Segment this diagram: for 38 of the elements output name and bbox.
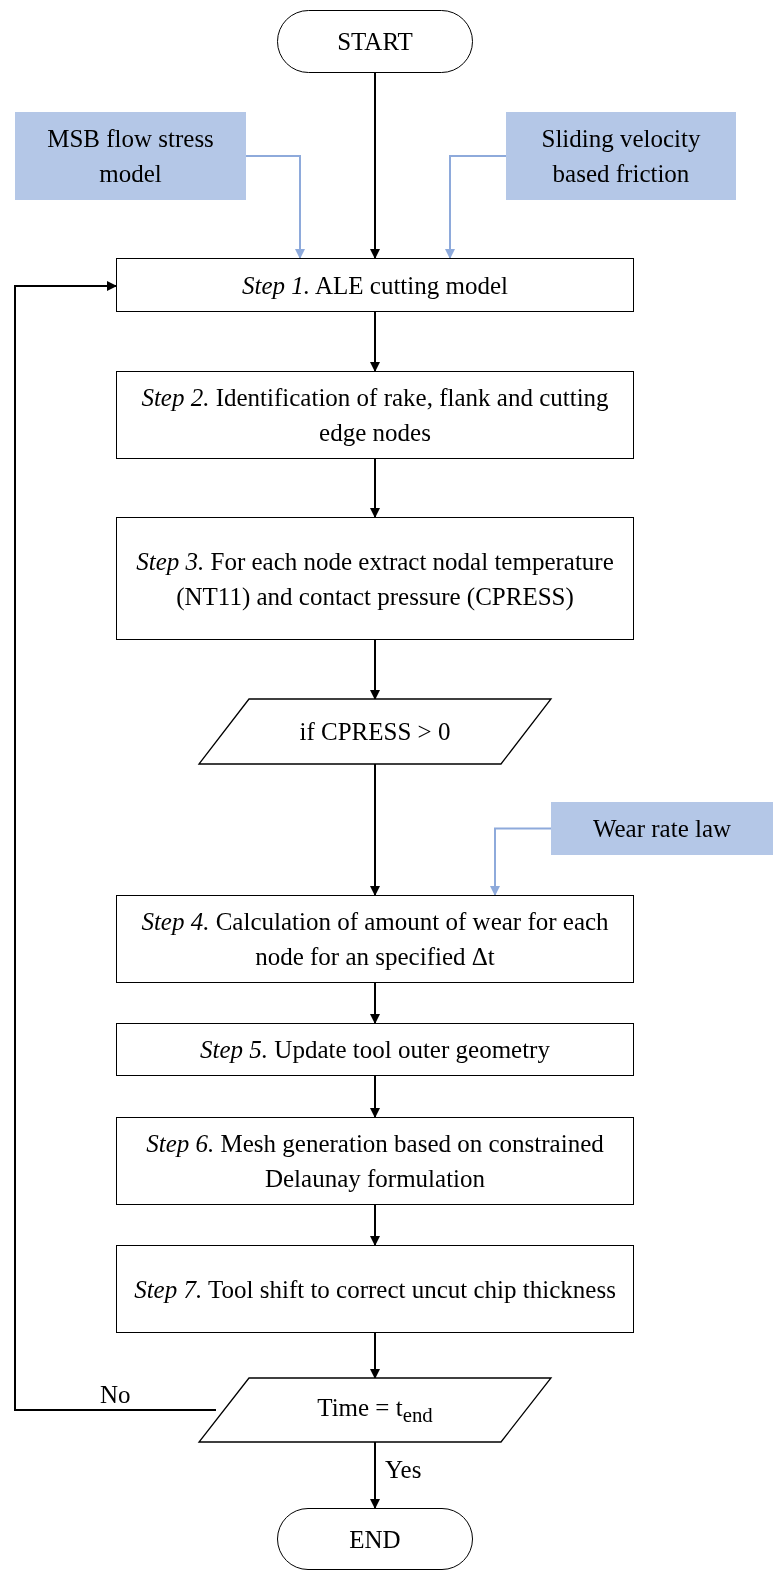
process-box [116,1245,634,1333]
node-text: MSB flow stress model [46,124,215,189]
arrow [370,982,380,1024]
process-box [116,517,634,640]
node-text: Step 2. Identification of rake, flank and cutting edge nodes [140,383,610,448]
arrow [370,763,380,896]
arrow [370,458,380,518]
input-box [506,112,736,200]
node-text: Time = t$_{end}$ [317,1392,433,1429]
arrow [370,311,380,372]
process-box [116,1117,634,1205]
arrow [445,155,507,259]
input-box [15,112,246,200]
arrow [370,1204,380,1246]
arrow [370,1441,380,1509]
node-text: Wear rate law [592,814,732,844]
process-box [116,1023,634,1076]
node-text: Step 5. Update tool outer geometry [200,1035,550,1065]
node-text: if CPRESS > 0 [299,717,451,747]
node-text: Step 1. ALE cutting model [242,270,508,301]
input-box [551,802,773,855]
node-text: Step 4. Calculation of amount of wear for each node for an specified Δt [140,907,610,972]
node-text: Step 6. Mesh generation based on constrained Delaunay formulation [145,1129,605,1194]
node-text: Step 7. Tool shift to correct uncut chip thickness [134,1274,616,1305]
process-box [116,258,634,312]
node-text: START [337,27,413,57]
arrow [370,72,380,259]
node-text: Step 3. For each node extract nodal temperature (NT11) and contact pressure (CPRESS) [135,546,615,613]
arrow [370,1332,380,1379]
process-box [116,895,634,983]
arrow [245,155,305,259]
arrow [370,1075,380,1118]
arrow [370,639,380,700]
arrow [14,281,217,1411]
node-text: Sliding velocity based friction [540,124,702,189]
node-text: END [349,1524,401,1555]
arrow [490,827,552,896]
process-box [116,371,634,459]
